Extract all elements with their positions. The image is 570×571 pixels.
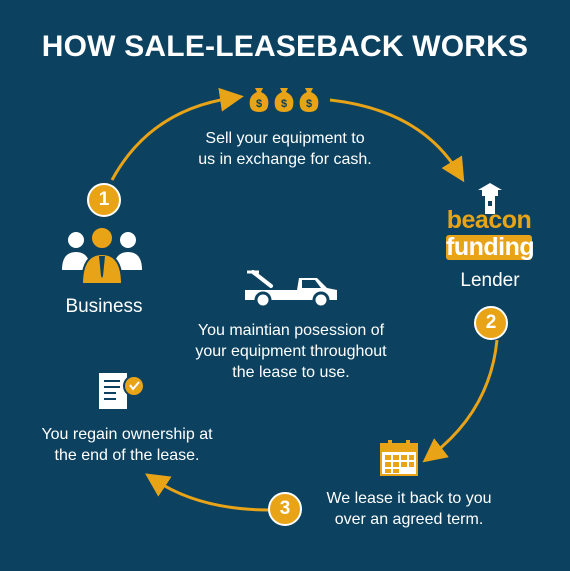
step-2-badge: 2: [474, 306, 508, 340]
step3-line1: We lease it back to you: [326, 490, 492, 507]
logo-line2: funding: [446, 233, 535, 261]
step1-line1: Sell your equipment to: [205, 130, 365, 147]
logo-line1: beacon: [446, 206, 532, 234]
step-1-badge: 1: [87, 183, 121, 217]
money-bag-icon: $: [274, 88, 294, 112]
page-title: HOW SALE-LEASEBACK WORKS: [41, 30, 529, 63]
business-label: Business: [65, 296, 143, 317]
step3-text: We lease it back to you over an agreed t…: [304, 488, 514, 530]
money-bags-icon: $ $ $: [249, 88, 319, 112]
arrow-three-to-end: [145, 473, 271, 512]
svg-text:$: $: [256, 98, 262, 110]
money-bag-icon: $: [249, 88, 269, 112]
certificate-document-icon: [99, 373, 145, 409]
arrow-lender-to-calendar: [422, 339, 499, 463]
step1-text: Sell your equipment to us in exchange fo…: [160, 128, 410, 170]
lighthouse-icon: [478, 183, 502, 214]
step2-line3: the lease to use.: [232, 364, 350, 381]
tow-truck-icon: [245, 270, 337, 309]
step2-text: You maintian posession of your equipment…: [166, 320, 416, 383]
end-text-line1: You regain ownership at: [41, 426, 213, 443]
svg-text:$: $: [281, 98, 287, 110]
step2-line2: your equipment throughout: [195, 343, 387, 360]
step-3-badge: 3: [268, 492, 302, 526]
svg-text:$: $: [306, 98, 312, 110]
end-text: You regain ownership at the end of the l…: [18, 424, 236, 466]
calendar-icon: [380, 440, 418, 476]
arrow-business-to-money: [110, 87, 244, 181]
end-text-line2: the end of the lease.: [54, 447, 200, 464]
money-bag-icon: $: [299, 88, 319, 112]
step3-line2: over an agreed term.: [334, 511, 484, 528]
business-people-icon: [62, 226, 142, 285]
beacon-funding-logo: beacon funding: [446, 206, 535, 261]
arrow-money-to-lender: [329, 98, 465, 183]
step1-line2: us in exchange for cash.: [198, 151, 372, 168]
step2-line1: You maintian posession of: [197, 322, 385, 339]
lender-label: Lender: [460, 270, 520, 291]
